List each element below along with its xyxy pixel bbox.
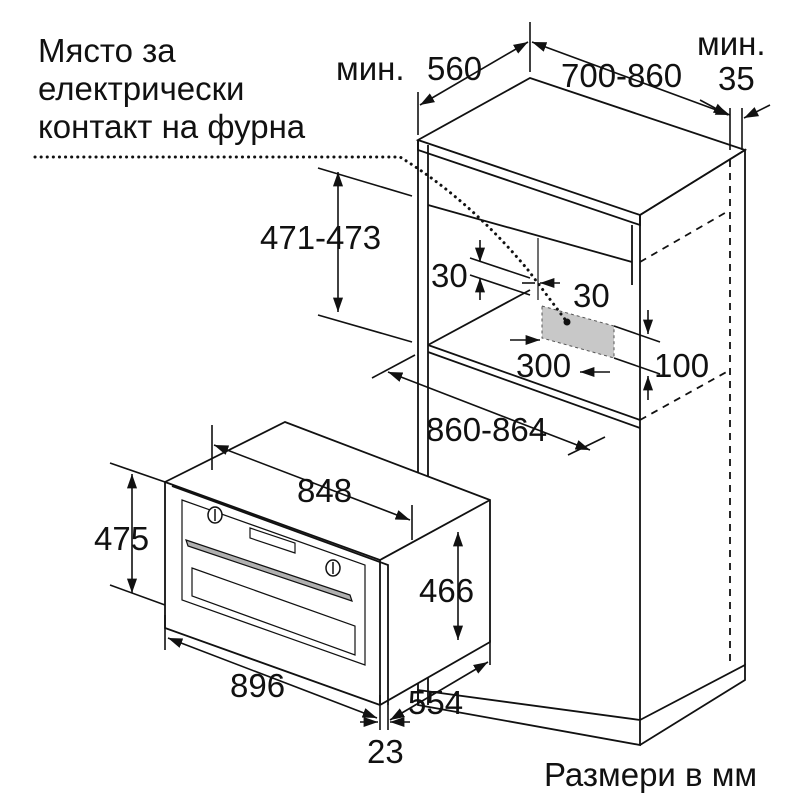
socket-note-line3: контакт на фурна [38,108,306,145]
min-right-label: мин. [697,25,766,62]
dim-23: 23 [367,733,404,770]
dim-300: 300 [516,347,571,384]
dim-30-left: 30 [431,257,468,294]
dim-700-860: 700-860 [561,57,682,94]
dim-554: 554 [408,684,463,721]
dim-466: 466 [419,572,474,609]
socket-note-line1: Място за [38,32,176,69]
cabinet-top [415,77,748,216]
oven-top-right-edge [379,499,491,561]
dimension-lines [109,22,771,730]
dim-848: 848 [297,472,352,509]
niche-top-back-dash [639,209,731,263]
oven-handle [185,539,353,602]
dim-471-473: 471-473 [260,219,381,256]
min-left-label: мин. [336,50,405,87]
cabinet-plinth-right [639,663,746,746]
niche-top-edge [427,204,633,263]
knob-left-icon [207,506,223,524]
oven [164,421,491,706]
dim-896: 896 [230,667,285,704]
socket-leader-line [33,155,530,272]
socket-note-line2: електрически [38,70,245,107]
oven-display [249,527,296,554]
shelf-back-dash [639,369,731,421]
dim-560: 560 [427,50,482,87]
dim-860-864: 860-864 [426,411,547,448]
dim-100: 100 [654,347,709,384]
dim-475: 475 [94,520,149,557]
socket-area [541,305,615,359]
cabinet-right-side [639,148,746,665]
socket-leader-line-end [526,268,569,324]
units-note: Размери в мм [544,756,757,793]
dim-30-right: 30 [573,277,610,314]
knob-right-icon [325,559,341,577]
dim-35: 35 [718,60,755,97]
shelf-left-depth [427,289,531,346]
